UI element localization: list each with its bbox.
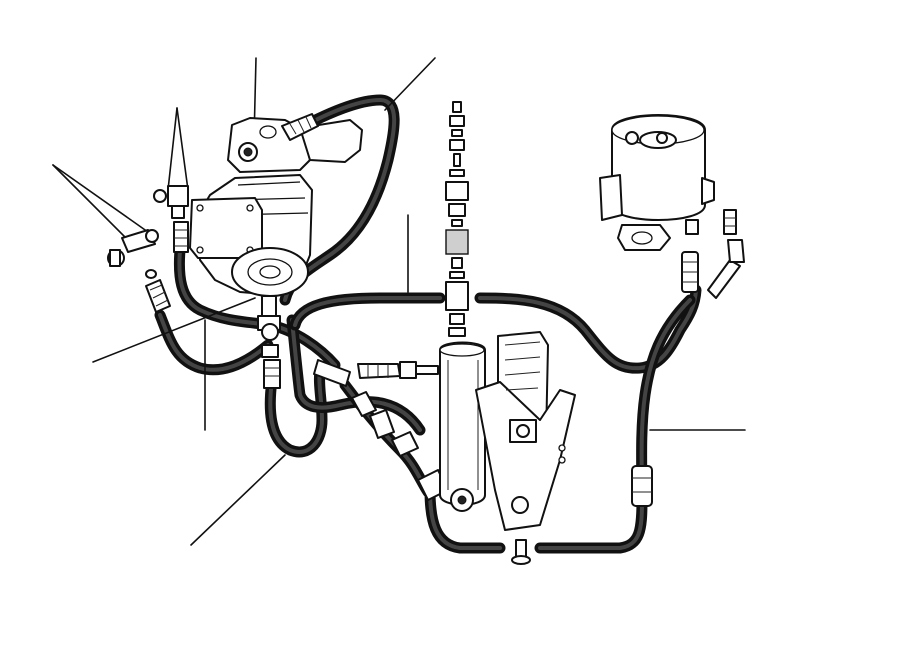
tee-union-left — [107, 229, 159, 267]
tee-union-upper — [153, 185, 189, 219]
leader-line — [190, 454, 286, 546]
pedal-bracket — [475, 331, 576, 565]
center-union — [261, 323, 279, 358]
leader-line — [384, 57, 436, 111]
leader-lines — [52, 57, 746, 546]
inline-coupling — [313, 359, 439, 387]
main-supply-hose — [289, 284, 702, 374]
leader-line — [176, 107, 189, 191]
leader-line — [52, 164, 149, 233]
hose-end-fitting — [173, 221, 189, 253]
hydraulic-cylinder — [439, 101, 486, 512]
hose-end-fitting — [263, 359, 281, 389]
hose-end-fitting — [145, 279, 171, 313]
fluid-reservoir — [599, 114, 745, 507]
leader-line — [167, 107, 178, 191]
unions-and-adaptors — [107, 185, 449, 501]
leader-line — [92, 297, 256, 363]
leader-line — [52, 164, 129, 241]
small-nut — [145, 269, 157, 279]
inline-coupling — [351, 391, 419, 457]
brake-servo-assembly — [189, 113, 363, 331]
